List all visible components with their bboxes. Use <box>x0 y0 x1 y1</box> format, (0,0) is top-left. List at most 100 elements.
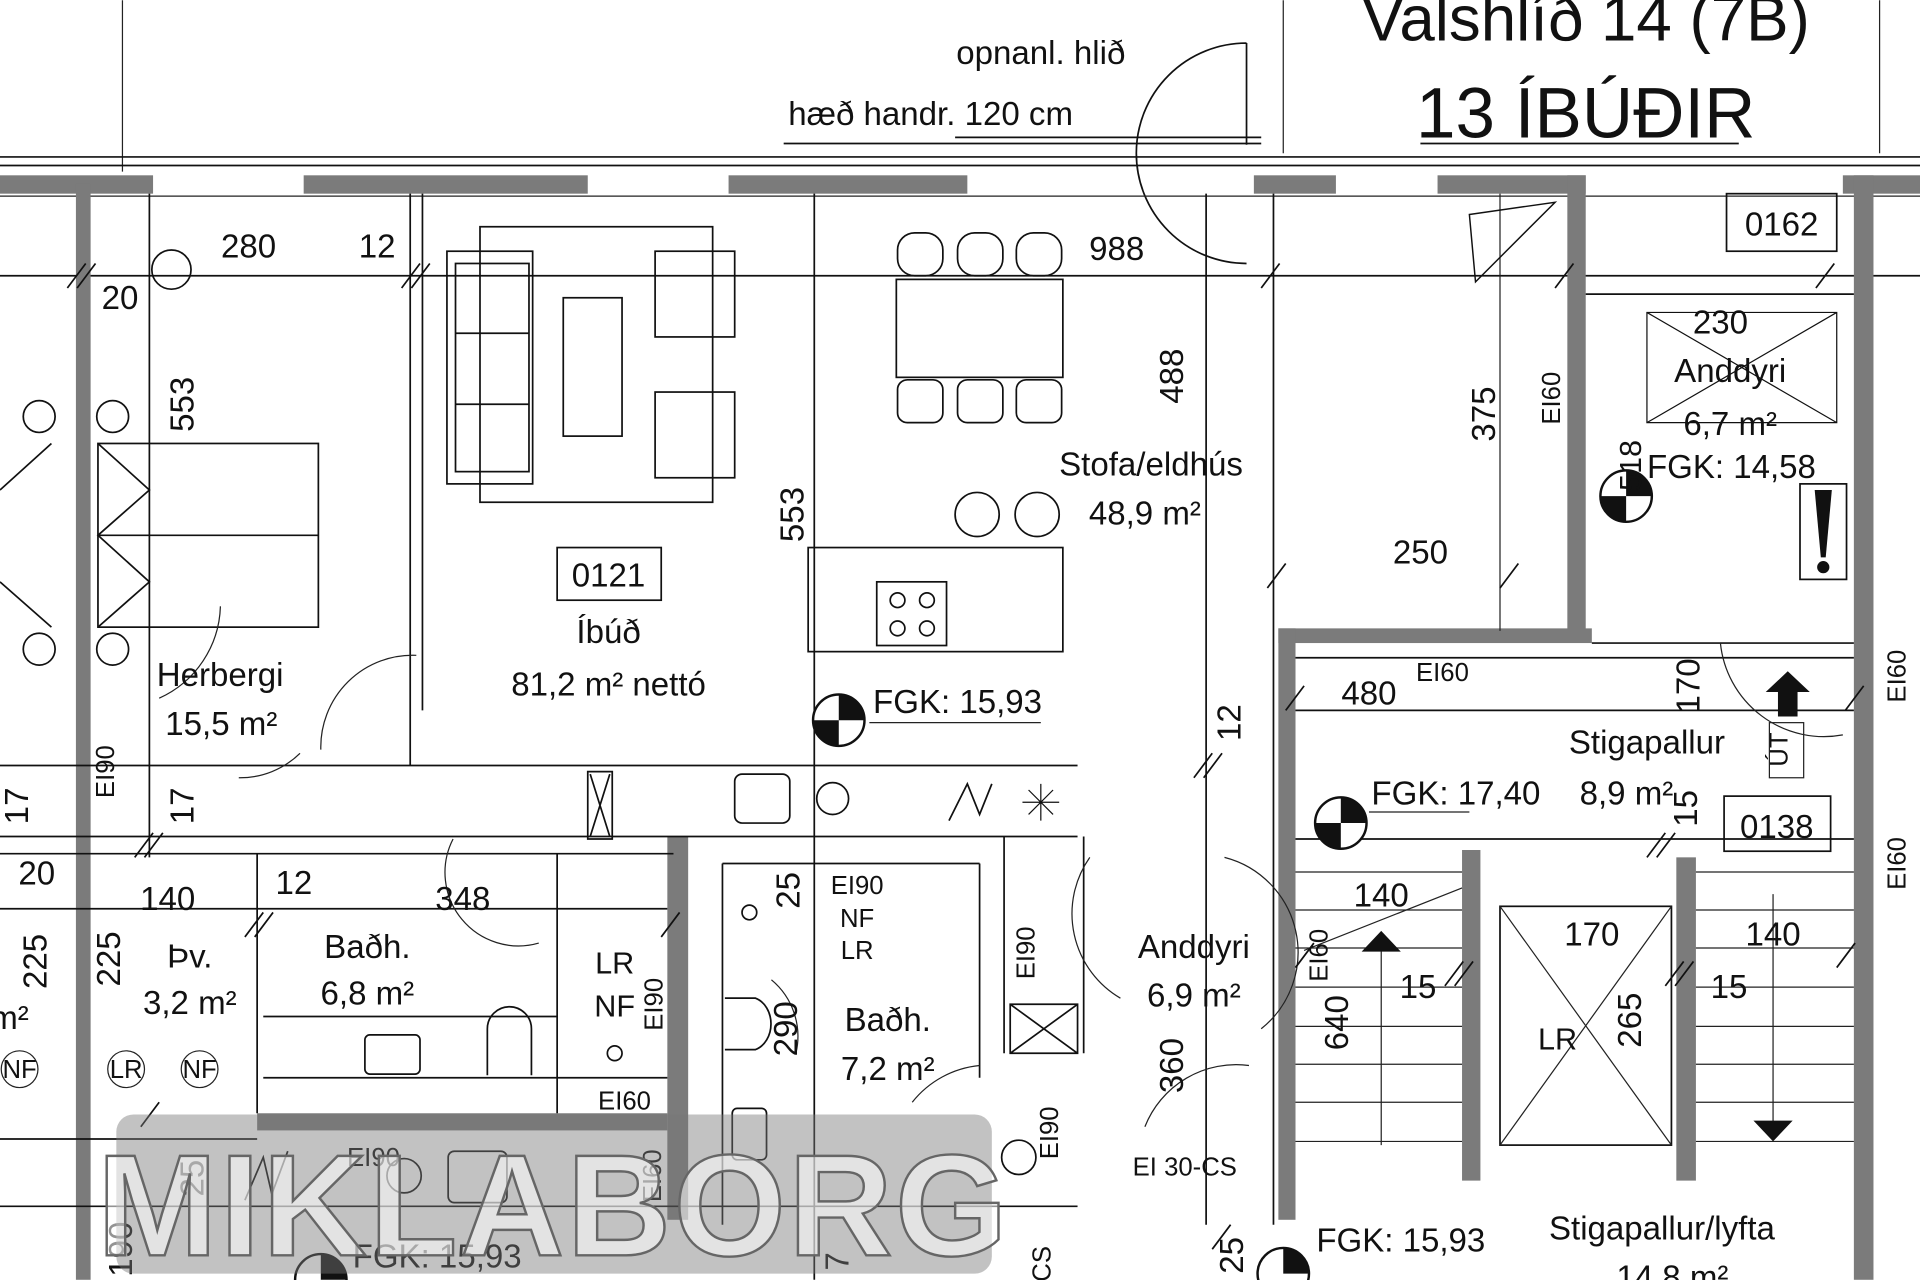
dimension: 250 <box>1393 534 1448 571</box>
balcony-door-swing <box>1135 42 1248 265</box>
room-name-ibud: Íbúð <box>576 614 640 651</box>
room-area-lyfta: 14,8 m² <box>1616 1259 1728 1280</box>
level-main: FGK: 15,93 <box>873 684 1042 721</box>
dimension: 170 <box>1671 658 1708 713</box>
dimension: 553 <box>164 377 201 432</box>
opening-note: opnanl. hlið <box>956 35 1125 72</box>
room-area-stofa: 48,9 m² <box>1089 495 1201 532</box>
dimension: 25 <box>174 1160 211 1197</box>
dimension: 988 <box>1089 231 1144 268</box>
fixture-label: NF <box>840 905 874 933</box>
dimension: 25 <box>1214 1237 1251 1274</box>
level-marker-icon <box>293 1252 348 1280</box>
fixture-label: NF <box>594 990 635 1024</box>
level-lyfta: FGK: 15,93 <box>1316 1223 1485 1260</box>
dimension-ticks <box>66 262 1865 1250</box>
dimension: 230 <box>1693 304 1748 341</box>
header-frame <box>121 0 1881 172</box>
room-name-anddyri-top: Anddyri <box>1674 353 1786 390</box>
fire-rating: EI90 <box>1013 926 1041 979</box>
dimension: 265 <box>1612 993 1649 1048</box>
dimension: 12 <box>1211 704 1248 741</box>
dimension: 15 <box>1400 969 1437 1006</box>
level-marker-icon <box>1599 469 1654 524</box>
dimension: 190 <box>103 1222 140 1277</box>
dimension-labels: 280 12 20 553 553 988 488 375 250 230 51… <box>0 228 1801 1276</box>
dimension: 225 <box>91 931 128 986</box>
walls <box>0 175 1920 1280</box>
fixture-label: m² <box>0 1000 29 1037</box>
staircase <box>1295 871 1854 1146</box>
dimension: 140 <box>140 881 195 918</box>
fire-rating: CS <box>1029 1246 1057 1280</box>
level-lower-left: FGK: 15,93 <box>353 1239 522 1276</box>
warning-icon <box>1814 490 1832 558</box>
fixture-label: LR <box>841 937 874 965</box>
dimension: 15 <box>1668 790 1705 827</box>
dimension: 17 <box>0 788 36 825</box>
dimension: 640 <box>1319 995 1356 1050</box>
fire-rating: EI60 <box>1305 929 1333 982</box>
fixture-label: EI90 <box>831 872 884 900</box>
fixture-label: NF <box>182 1056 216 1084</box>
room-name-thv: Þv. <box>167 939 212 976</box>
fire-rating: EI60 <box>1883 837 1911 890</box>
fire-door-label: EI 30-CS <box>1133 1154 1237 1182</box>
room-area-herbergi: 15,5 m² <box>165 706 277 743</box>
furniture <box>0 201 1848 1204</box>
fixture-label: LR <box>110 1056 143 1084</box>
dimension: 280 <box>221 228 276 265</box>
watermark-logo: MIKLABORG <box>97 1124 1010 1280</box>
room-area-anddyri: 6,9 m² <box>1147 978 1241 1015</box>
fire-rating: EI90 <box>347 1144 400 1172</box>
fire-rating: EI60 <box>598 1088 651 1116</box>
dimension: 170 <box>1564 917 1619 954</box>
dimension: 375 <box>1466 387 1503 442</box>
warning-icon-dot <box>1817 561 1830 574</box>
dimension: 15 <box>1711 969 1748 1006</box>
dimension: 7 <box>820 1252 857 1270</box>
room-name-stofa: Stofa/eldhús <box>1059 446 1243 483</box>
level-stigapallur: FGK: 17,40 <box>1371 776 1540 813</box>
level-marker-icon <box>811 693 866 748</box>
dimension: 12 <box>359 228 396 265</box>
unit-code-0121: 0121 <box>572 558 646 595</box>
partitions <box>0 193 1854 1280</box>
level-marker-icon <box>1256 1246 1311 1280</box>
room-area-badh2: 7,2 m² <box>841 1051 935 1088</box>
room-name-anddyri: Anddyri <box>1138 929 1250 966</box>
room-area-thv: 3,2 m² <box>143 985 237 1022</box>
stairs-up-arrow-icon <box>1361 930 1401 952</box>
fire-rating: EI60 <box>1538 372 1566 425</box>
room-name-badh1: Baðh. <box>324 929 410 966</box>
railing-height-note: hæð handr. 120 cm <box>788 96 1073 133</box>
dimension: 360 <box>1154 1038 1191 1093</box>
dimension: 225 <box>18 934 55 989</box>
stairs-down-arrow-icon <box>1753 1120 1793 1142</box>
dimension: 553 <box>774 487 811 542</box>
fire-rating: EI90 <box>640 978 668 1031</box>
room-name-stigapallur: Stigapallur <box>1569 724 1725 761</box>
dimension: 20 <box>18 855 55 892</box>
dimension: 140 <box>1354 877 1409 914</box>
building-title: Valshlíð 14 (7B) <box>1362 0 1810 55</box>
exit-arrow-icon <box>1765 671 1810 717</box>
room-name-badh2: Baðh. <box>845 1002 931 1039</box>
dimension: 518 <box>1614 440 1648 491</box>
dimension: 140 <box>1745 917 1800 954</box>
watermark: MIKLABORG <box>96 1114 1010 1280</box>
fire-rating: EI90 <box>1036 1106 1064 1159</box>
room-name-lyfta: Stigapallur/lyfta <box>1549 1210 1776 1247</box>
fire-rating: EI60 <box>1416 659 1469 687</box>
dimension: 20 <box>102 280 139 317</box>
level-marker-icon <box>1313 796 1368 850</box>
unit-code-0162: 0162 <box>1745 206 1819 243</box>
elevator-shaft <box>1499 905 1673 1146</box>
fixture-label: LR <box>1538 1023 1577 1057</box>
dimension: 290 <box>768 1001 805 1056</box>
room-area-ibud: 81,2 m² nettó <box>511 667 706 704</box>
exterior-lines <box>0 156 1920 277</box>
room-area-stigapallur: 8,9 m² <box>1580 776 1674 813</box>
fixture-label: NF <box>2 1056 36 1084</box>
